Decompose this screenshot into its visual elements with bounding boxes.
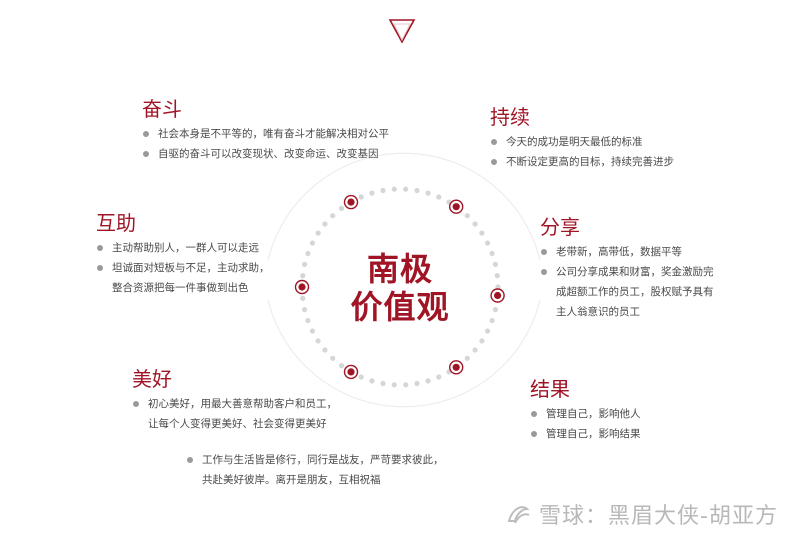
group-heading: 分享: [540, 215, 580, 239]
ring-dot: [358, 194, 364, 200]
ring-dot: [479, 338, 485, 344]
center-title-line1: 南极: [366, 250, 433, 288]
ring-dot: [472, 221, 478, 227]
ring-dot: [489, 317, 495, 324]
ring-dot: [403, 186, 409, 192]
ring-dot: [309, 240, 315, 246]
center-title-line2: 价值观: [350, 288, 450, 326]
triangle-down-icon: [388, 19, 416, 44]
list-item: 初心美好，用最大善意帮助客户和员工， 让每个人变得更美好、社会变得更美好: [132, 394, 342, 434]
ring-dot: [414, 187, 420, 194]
ring-dot: [300, 295, 306, 301]
value-nodes: [294, 194, 505, 380]
ring-dot: [302, 307, 308, 313]
ring-dot: [369, 378, 375, 384]
ring-dot: [315, 230, 321, 236]
bullet-list: 管理自己，影响他人 管理自己，影响结果: [530, 404, 641, 444]
group-jieguo: 结果 管理自己，影响他人 管理自己，影响结果: [530, 376, 641, 444]
group-chixu: 持续 今天的成功是明天最低的标准 不断设定更高的目标，持续完善进步: [490, 104, 674, 172]
ring-dot: [380, 380, 386, 387]
list-item: 自驱的奋斗可以改变现状、改变命运、改变基因: [142, 144, 389, 164]
ring-dot: [494, 273, 500, 279]
ring-dot: [391, 382, 397, 388]
center-title: 南极 价值观: [330, 250, 470, 326]
group-extra: 工作与生活皆是修行，同行是战友，严苛要求彼此， 共赴美好彼岸。离开是朋友，互相祝…: [186, 450, 446, 490]
group-heading: 结果: [530, 377, 570, 401]
ring-dot: [358, 374, 364, 380]
dotted-ring: [299, 186, 501, 388]
bullet-list: 老带新，高带低，数据平等 公司分享成果和财富，奖金激励完 成超额工作的员工，股权…: [540, 242, 720, 322]
ring-dot: [492, 261, 498, 267]
ring-dot: [464, 355, 470, 361]
ring-dot: [322, 347, 328, 353]
list-item: 公司分享成果和财富，奖金激励完 成超额工作的员工，股权赋予具有 主人翁意识的员工: [540, 262, 720, 322]
group-heading: 奋斗: [142, 97, 182, 121]
outer-arc-upper: [267, 152, 541, 261]
ring-dot: [330, 355, 336, 361]
list-item: 坦诚面对短板与不足，主动求助， 整合资源把每一件事做到出色: [96, 258, 276, 298]
ring-dot: [305, 250, 311, 257]
group-heading: 互助: [96, 211, 136, 235]
bullet-list: 今天的成功是明天最低的标准 不断设定更高的目标，持续完善进步: [490, 132, 674, 172]
bullet-list: 工作与生活皆是修行，同行是战友，严苛要求彼此， 共赴美好彼岸。离开是朋友，互相祝…: [186, 450, 446, 490]
ring-dot: [380, 187, 386, 194]
list-item: 今天的成功是明天最低的标准: [490, 132, 674, 152]
watermark: 雪球：黑眉大侠-胡亚方: [505, 498, 778, 530]
bullet-list: 主动帮助别人，一群人可以走远 坦诚面对短板与不足，主动求助， 整合资源把每一件事…: [96, 238, 276, 298]
ring-dot: [309, 328, 315, 334]
list-item: 管理自己，影响结果: [530, 424, 641, 444]
watermark-text: 雪球：黑眉大侠-胡亚方: [539, 504, 778, 529]
ring-dot-icon: [343, 194, 359, 210]
list-item: 不断设定更高的目标，持续完善进步: [490, 152, 674, 172]
ring-dot: [489, 250, 495, 257]
ring-dot-icon: [490, 288, 505, 303]
ring-dot: [436, 374, 442, 380]
bullet-list: 社会本身是不平等的，唯有奋斗才能解决相对公平 自驱的奋斗可以改变现状、改变命运、…: [142, 124, 389, 164]
ring-dot: [391, 186, 397, 192]
ring-dot: [315, 338, 321, 344]
ring-dot: [300, 273, 306, 279]
ring-dot: [414, 380, 420, 387]
outer-arc-lower: [267, 299, 541, 408]
ring-dot: [305, 317, 311, 324]
group-heading: 持续: [490, 105, 530, 129]
group-huzhu: 互助 主动帮助别人，一群人可以走远 坦诚面对短板与不足，主动求助， 整合资源把每…: [96, 210, 276, 298]
ring-dot: [464, 213, 470, 219]
list-item: 社会本身是不平等的，唯有奋斗才能解决相对公平: [142, 124, 389, 144]
ring-dot: [425, 378, 431, 384]
ring-dot: [436, 194, 442, 200]
ring-dot: [485, 328, 491, 334]
ring-dot: [492, 307, 498, 313]
ring-dot-icon: [294, 279, 310, 295]
ring-dot-icon: [449, 199, 464, 214]
group-meihao: 美好 初心美好，用最大善意帮助客户和员工， 让每个人变得更美好、社会变得更美好: [132, 366, 342, 434]
ring-dot: [322, 221, 328, 227]
list-item: 管理自己，影响他人: [530, 404, 641, 424]
ring-dot: [472, 347, 478, 353]
ring-dot: [338, 363, 345, 369]
snowball-logo-icon: [507, 506, 530, 524]
ring-dot: [495, 284, 501, 290]
ring-dot: [302, 261, 308, 267]
group-fendou: 奋斗 社会本身是不平等的，唯有奋斗才能解决相对公平 自驱的奋斗可以改变现状、改变…: [142, 96, 389, 164]
ring-dot: [479, 230, 485, 236]
ring-dot: [485, 240, 491, 246]
ring-dot-icon: [343, 364, 359, 380]
group-heading: 美好: [132, 367, 172, 391]
list-item: 主动帮助别人，一群人可以走远: [96, 238, 276, 258]
ring-dot-icon: [449, 360, 464, 375]
ring-dot: [338, 205, 345, 211]
group-fenxiang: 分享 老带新，高带低，数据平等 公司分享成果和财富，奖金激励完 成超额工作的员工…: [540, 214, 720, 322]
list-item: 老带新，高带低，数据平等: [540, 242, 720, 262]
ring-dot: [403, 382, 409, 388]
bullet-list: 初心美好，用最大善意帮助客户和员工， 让每个人变得更美好、社会变得更美好: [132, 394, 342, 434]
ring-dot: [330, 213, 336, 219]
ring-dot: [369, 190, 375, 196]
list-item: 工作与生活皆是修行，同行是战友，严苛要求彼此， 共赴美好彼岸。离开是朋友，互相祝…: [186, 450, 446, 490]
ring-dot: [425, 190, 431, 196]
